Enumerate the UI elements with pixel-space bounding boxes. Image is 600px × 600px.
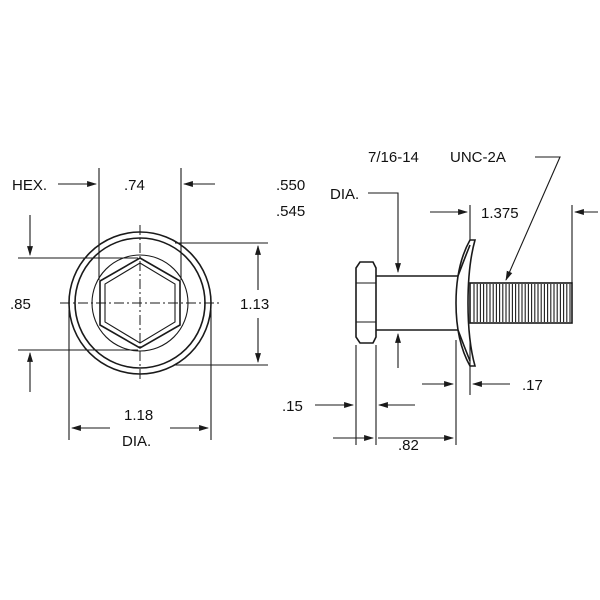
head-height-value: .15 (282, 398, 303, 415)
flange-thickness-value: .17 (522, 377, 543, 394)
shank-dia-leader (368, 192, 401, 273)
hex-label: HEX. (12, 177, 47, 194)
hex-head-side (355, 261, 377, 344)
thread-class: UNC-2A (450, 149, 506, 166)
thread-size: 7/16-14 (368, 149, 419, 166)
flange-side (455, 239, 477, 367)
flange-face-lower (457, 329, 471, 362)
hex-across-flats-value: .74 (124, 177, 145, 194)
side-view: .550 .545 DIA. 7/16-14 UNC-2A 1.375 .15 … (276, 149, 598, 454)
thread-leader (505, 156, 561, 281)
thread-lines (473, 284, 571, 322)
dim85-value: .85 (10, 296, 31, 313)
front-view: HEX. .74 .85 1.13 1.18 DIA. (10, 168, 269, 450)
threaded-section (469, 282, 573, 324)
shank-dia-suffix: DIA. (330, 186, 359, 203)
thread-length-value: 1.375 (481, 205, 519, 222)
shank-dia-max: .550 (276, 177, 305, 194)
shoulder-length-value: .82 (398, 437, 419, 454)
flange-dia-value: 1.18 (124, 407, 153, 424)
flange-dia-suffix: DIA. (122, 433, 151, 450)
shank-dia-min: .545 (276, 203, 305, 220)
dim113-value: 1.13 (240, 296, 269, 313)
flange-face (457, 244, 471, 277)
